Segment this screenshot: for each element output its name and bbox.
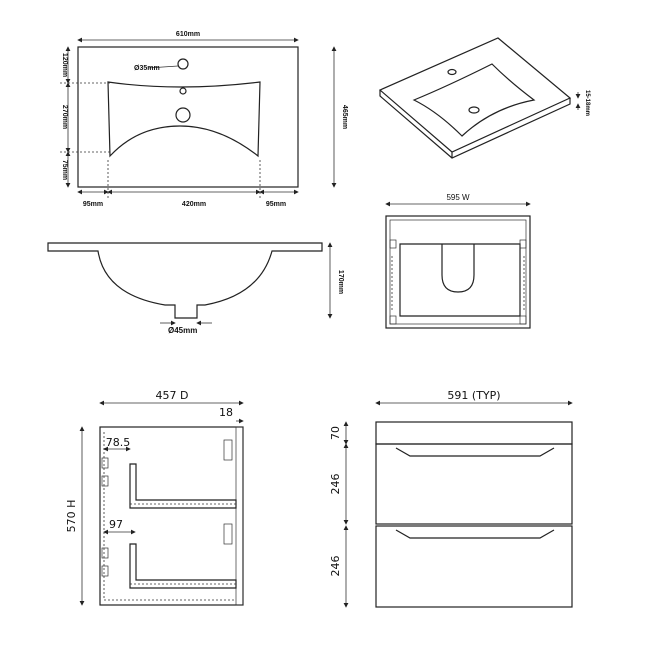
front-margin-label: 75mm [61,160,68,180]
lower-drawer-label: 246 [329,556,342,577]
top-gap-label: 70 [329,426,342,440]
tap-hole [177,58,189,70]
lower-offset-label: 97 [109,518,123,531]
basin-height-label: 170mm [337,270,344,294]
panel-thickness-label: 18 [219,406,233,419]
side-left-label: 95mm [83,201,103,208]
unit-elevation-view: 591 (TYP) 70 246 246 [329,389,573,608]
waste-diameter-label: Ø45mm [168,326,197,335]
unit-height-label: 570 H [65,500,78,533]
unit-depth-label: 457 D [156,389,189,402]
basin-thickness-label: 15-18mm [584,90,590,116]
unit-front-view: 595 W [385,193,531,329]
upper-handle [395,447,555,457]
upper-offset-label: 78.5 [106,436,131,449]
basin-depth-label: 465mm [341,105,348,129]
basin-width-label: 610mm [176,31,200,38]
basin-isometric-view: 15-18mm [378,37,590,159]
tap-hole-label: Ø35mm [134,65,160,72]
upper-drawer [375,443,573,525]
basin-side-view: 170mm Ø45mm [47,242,344,335]
lower-handle [395,529,555,539]
bowl-depth-label: 270mm [61,105,68,129]
bowl-width-label: 420mm [182,201,206,208]
elevation-width-label: 591 (TYP) [447,389,500,402]
waste-hole [175,107,191,123]
rear-margin-label: 120mm [61,53,68,77]
side-right-label: 95mm [266,201,286,208]
top-rail [375,421,573,445]
upper-drawer-label: 246 [329,474,342,495]
lower-drawer [375,525,573,608]
basin-top-view: 610mm Ø35mm 120mm 270mm 75mm 465mm 95mm … [60,31,348,208]
overflow-hole [179,87,187,95]
unit-width-label: 595 W [446,193,470,202]
unit-side-view: 457 D 18 78.5 97 570 H [65,389,244,606]
